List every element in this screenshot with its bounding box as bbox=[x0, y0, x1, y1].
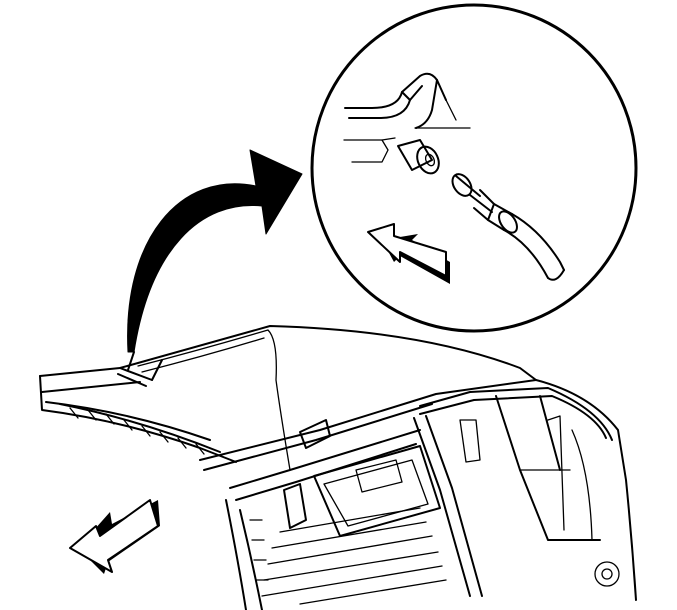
disconnect-direction-arrow-icon bbox=[367, 223, 450, 284]
detail-nozzle-fitting bbox=[397, 139, 440, 175]
vehicle-rear bbox=[39, 325, 637, 610]
cargo-area bbox=[225, 429, 447, 610]
callout-arrow-icon bbox=[127, 149, 303, 353]
detail-body-panel bbox=[343, 72, 471, 163]
detail-circle bbox=[310, 3, 638, 333]
washer-hose-connector-icon bbox=[451, 173, 565, 281]
detail-view bbox=[310, 3, 638, 333]
rear-body-opening bbox=[413, 379, 637, 601]
removal-direction-arrow-icon bbox=[69, 499, 160, 574]
liftgate-panel bbox=[39, 325, 537, 471]
